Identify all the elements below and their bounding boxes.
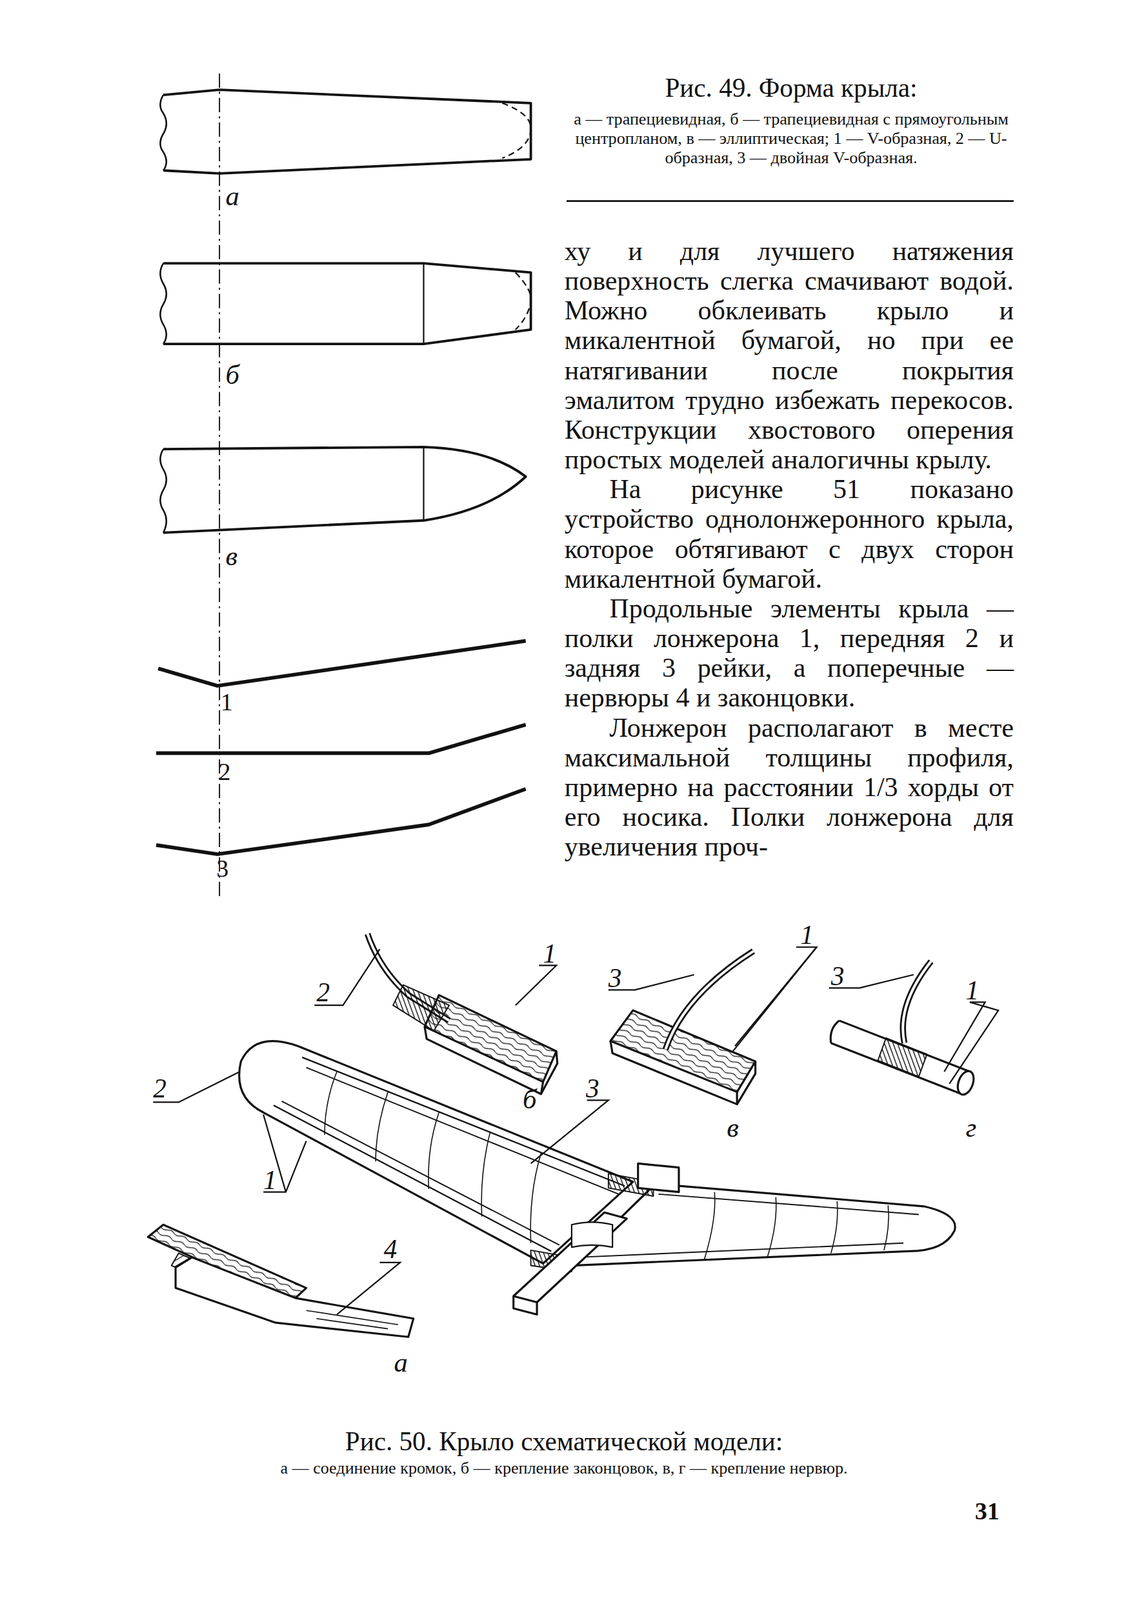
callout-number: 2: [152, 1073, 184, 1105]
wing-model: [282, 1101, 560, 1246]
wing-model: [571, 1222, 613, 1248]
wing-model: [302, 1057, 625, 1187]
body-paragraph: ху и для лучшего натяжения поверхность с…: [564, 236, 1014, 475]
wing-model: [239, 1041, 956, 1316]
caption-legend: а — трапециевидная, б — трапециевидная с…: [566, 110, 1016, 169]
body-column: ху и для лучшего натяжения поверхность с…: [564, 236, 1014, 863]
wing-plan-forms: [156, 724, 526, 754]
wing-model: [239, 1041, 634, 1265]
callout-number: 1: [800, 920, 831, 952]
page-number: 31: [975, 1498, 1016, 1527]
detail-views: [736, 1061, 756, 1105]
leader-lines: [336, 1262, 401, 1316]
wing-plan-forms: [160, 94, 166, 171]
callout-number: 3: [608, 963, 639, 994]
wing-plan-forms: [422, 263, 424, 344]
wing-model: [767, 1197, 777, 1258]
wing-model: [306, 1067, 619, 1195]
figure-letter: в: [225, 540, 257, 573]
wing-plan-forms: [163, 263, 531, 344]
callout-number: 1: [220, 689, 252, 718]
figure-letter: б: [225, 359, 257, 392]
detail-views: [540, 1051, 557, 1094]
callout-number: 1: [965, 975, 996, 1007]
wing-model: [375, 1092, 388, 1163]
figure-letter: б: [522, 1084, 554, 1116]
leader-lines: [152, 947, 999, 1315]
callout-number: 2: [218, 758, 250, 787]
wing-model: [884, 1205, 889, 1251]
figure-letter: а: [394, 1347, 425, 1380]
detail-views: [665, 951, 754, 1050]
wing-model: [704, 1192, 716, 1260]
body-paragraph: Продольные элементы крыла — полки лонжер…: [564, 593, 1014, 713]
wing-model: [428, 1112, 439, 1190]
callout-number: 1: [263, 1166, 294, 1197]
detail-views: [877, 1038, 927, 1078]
callout-number: 3: [831, 961, 862, 992]
callout-number: 4: [383, 1235, 415, 1266]
wing-plan-forms: [163, 89, 531, 174]
detail-views: [175, 1257, 414, 1338]
detail-views: [147, 933, 977, 1338]
wing-model: [273, 1105, 552, 1252]
figure-letter: г: [965, 1112, 996, 1145]
wing-model: [324, 1071, 337, 1136]
wing-plan-forms: [566, 200, 1014, 202]
callout-number: 2: [316, 977, 347, 1008]
detail-views: [665, 951, 754, 1050]
wing-plan-forms: [160, 449, 166, 534]
figure-letter: а: [225, 180, 257, 213]
wing-model: [530, 1153, 541, 1244]
figure-caption: Рис. 50. Крыло схематической модели:: [203, 1426, 924, 1458]
wing-plan-forms: [156, 73, 1014, 899]
detail-views: [955, 1069, 977, 1098]
caption-legend: а — соединение кромок, б — крепление зак…: [152, 1459, 975, 1480]
wing-model: [571, 1184, 956, 1267]
wing-model: [576, 1243, 904, 1258]
figure-letter: в: [726, 1112, 757, 1145]
detail-views: [306, 1310, 399, 1325]
leader-lines: [949, 1002, 999, 1085]
callout-number: 3: [216, 855, 247, 885]
body-paragraph: Лонжерон располагают в месте максимально…: [564, 713, 1014, 863]
detail-views: [610, 1041, 737, 1105]
leader-lines: [515, 965, 557, 1006]
callout-number: 1: [543, 938, 574, 970]
wing-model: [658, 1194, 919, 1216]
detail-views: [830, 1020, 839, 1044]
wing-plan-forms: [158, 640, 526, 686]
wing-plan-forms: [156, 789, 526, 855]
wing-model: [481, 1133, 490, 1218]
wing-plan-forms: [502, 103, 531, 159]
callout-number: 3: [585, 1073, 617, 1105]
wing-plan-forms: [422, 447, 424, 521]
leader-lines: [531, 1100, 609, 1164]
detail-views: [316, 1319, 388, 1330]
wing-plan-forms: [163, 447, 526, 534]
body-paragraph: На рисунке 51 показано устройство одноло…: [564, 474, 1014, 594]
figure-caption: Рис. 49. Форма крыла:: [566, 73, 1016, 104]
leader-lines: [733, 947, 817, 1052]
wing-plan-forms: [160, 263, 166, 344]
detail-views: [902, 961, 932, 1044]
detail-views: [902, 961, 932, 1044]
wing-plan-forms: [515, 272, 532, 330]
wing-model: [638, 1163, 679, 1192]
wing-model: [831, 1201, 838, 1254]
wing-model: [513, 1212, 628, 1303]
wing-model: [513, 1296, 537, 1315]
